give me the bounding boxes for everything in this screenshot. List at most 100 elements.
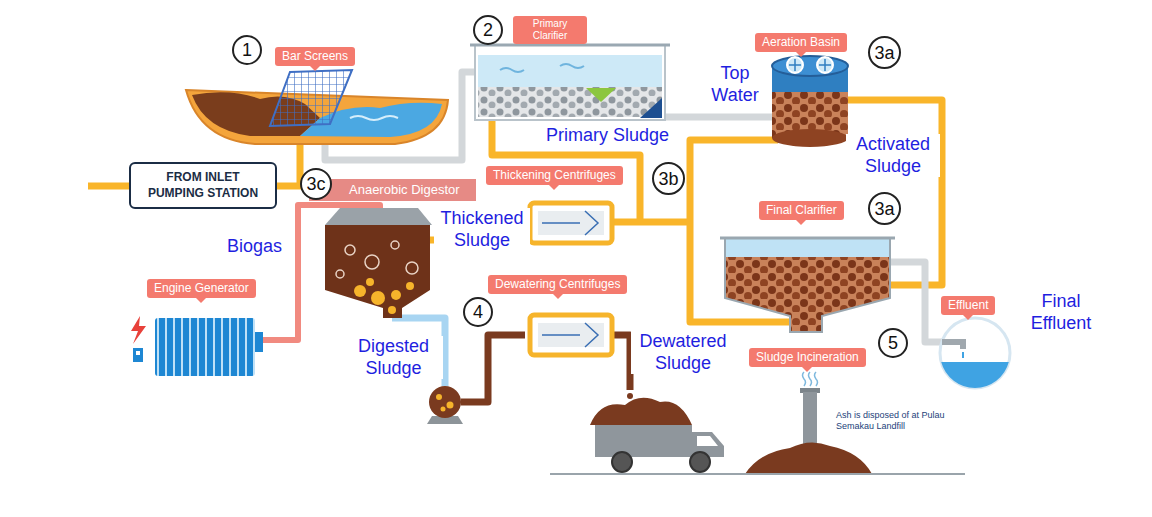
centrifuge-figure (538, 323, 604, 347)
truck-figure (612, 452, 632, 472)
callout-number: 3a (874, 200, 894, 218)
process-name: Anaerobic Digestor (349, 182, 460, 198)
callout-circle: 3a (868, 36, 901, 69)
flow-label: Primary Sludge (544, 125, 671, 147)
callout-number: 4 (473, 303, 483, 321)
callout-number: 3c (306, 175, 325, 193)
process-tag: Engine Generator (147, 279, 256, 298)
final-clarifier-figure (726, 239, 889, 257)
incinerator-figure (803, 392, 817, 444)
flow-label: Biogas (225, 236, 284, 258)
flow-label: Final Effluent (1019, 291, 1103, 334)
aeration-basin-figure (772, 129, 848, 147)
digester-figure (366, 278, 374, 286)
callout-circle: 2 (473, 15, 503, 45)
centrifuge-figure (542, 211, 598, 235)
process-name: Engine Generator (154, 281, 249, 296)
digester-figure (388, 306, 396, 314)
primary-clarifier-figure (478, 55, 662, 87)
incinerator-figure (803, 372, 818, 386)
digester-figure (325, 208, 432, 318)
callout-number: 3a (874, 44, 894, 62)
centrifuge-figure (530, 203, 612, 243)
waste-sludge-pipe (612, 219, 690, 226)
aeration-basin-figure (789, 59, 831, 71)
truck-figure (690, 452, 710, 472)
primary-clarifier-figure (470, 45, 670, 120)
truck-figure (590, 398, 692, 425)
digester-figure (391, 290, 401, 300)
process-name: Sludge Incineration (756, 350, 859, 365)
process-tag: Dewatering Centrifuges (488, 275, 627, 294)
pump-figure (429, 386, 461, 418)
callout-circle: 3b (652, 162, 685, 195)
digester-figure (325, 225, 430, 318)
generator-figure (255, 332, 263, 352)
top-water-pipe (665, 114, 774, 121)
generator-figure (133, 348, 143, 362)
process-name: Thickening Centrifuges (493, 168, 616, 183)
flow-label: Top Water (703, 63, 767, 106)
callout-circle: 4 (463, 297, 493, 327)
incinerator-figure (745, 442, 872, 474)
digester-figure (325, 208, 432, 225)
primary-clarifier-figure (478, 87, 662, 117)
callout-number: 3b (658, 170, 678, 188)
pump-figure (427, 386, 463, 424)
pump-figure (436, 394, 442, 400)
centrifuge-figure (542, 323, 598, 347)
centrifuge-figure (530, 315, 612, 355)
effluent-figure (941, 362, 1009, 388)
primary-clarifier-figure (475, 45, 665, 120)
generator-figure (131, 316, 263, 376)
generator-figure (131, 316, 146, 344)
flow-label: Dewatered Sludge (631, 331, 735, 374)
process-name: Primary Clarifier (520, 18, 580, 42)
sludge-feed-pipe (461, 335, 525, 402)
effluent-figure (942, 339, 966, 349)
final-clarifier-figure (720, 237, 895, 240)
bar-screen-figure (270, 70, 352, 126)
truck-figure (590, 393, 724, 472)
bar-screen-figure (350, 116, 398, 120)
truck-figure (697, 436, 718, 446)
cake-pipe (612, 335, 630, 390)
callout-circle: 3c (300, 168, 332, 200)
ground-line (550, 473, 965, 475)
process-name: Effluent (948, 298, 988, 313)
generator-figure (155, 318, 255, 376)
centrifuge-figure (538, 211, 604, 235)
primary-clarifier-figure (586, 88, 616, 102)
primary-clarifier-figure (640, 98, 662, 118)
flow-label: Digested Sludge (344, 336, 443, 379)
process-name: Dewatering Centrifuges (495, 277, 620, 292)
process-tag: Effluent (941, 296, 995, 315)
pump-figure (447, 402, 454, 409)
final-clarifier-figure (720, 238, 895, 332)
bar-screen-figure (186, 70, 448, 144)
digester-figure (336, 270, 344, 278)
final-clarifier-figure (725, 238, 890, 332)
source-name: FROM INLET PUMPING STATION (139, 170, 267, 201)
process-banner: Anaerobic Digestor (309, 179, 476, 201)
callout-number: 5 (888, 334, 898, 352)
effluent-figure (940, 318, 1010, 388)
process-tag: Thickening Centrifuges (486, 166, 623, 185)
source-box: FROM INLET PUMPING STATION (129, 162, 277, 209)
truck-figure (627, 393, 633, 399)
process-name: Final Clarifier (766, 203, 837, 218)
digester-figure (365, 255, 379, 269)
flow-label: Activated Sludge (846, 134, 940, 177)
digester-figure (354, 285, 366, 297)
generator-figure (136, 351, 140, 355)
flow-label: Thickened Sludge (434, 208, 530, 251)
process-tag: Sludge Incineration (749, 348, 866, 367)
callout-circle: 5 (878, 328, 908, 358)
process-tag: Bar Screens (275, 47, 355, 66)
process-name: Aeration Basin (762, 35, 840, 50)
truck-figure (595, 425, 692, 457)
